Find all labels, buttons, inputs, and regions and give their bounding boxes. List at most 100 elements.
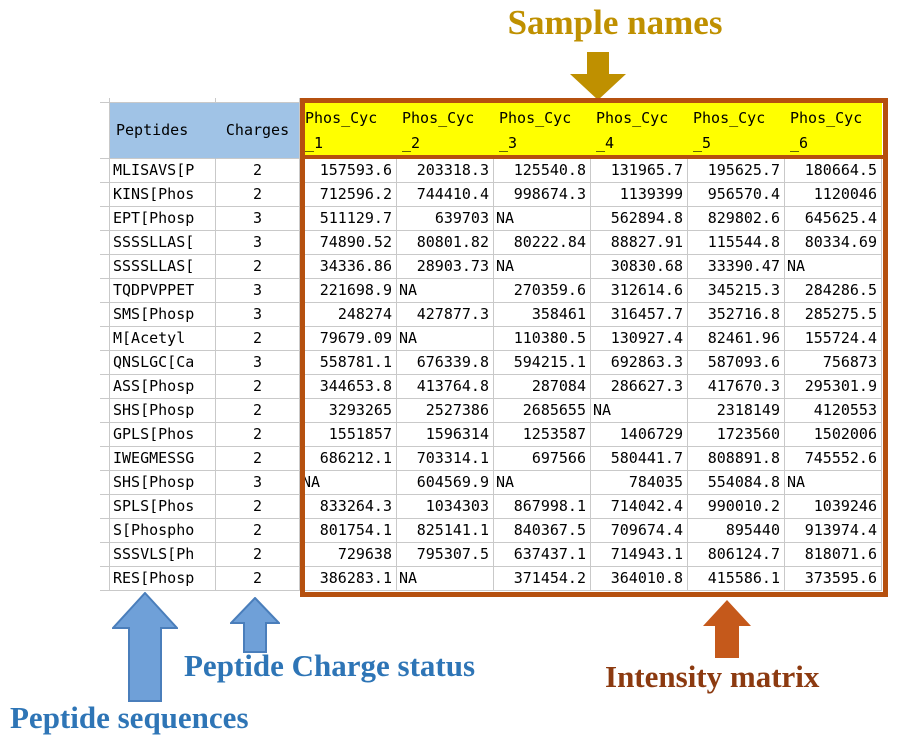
peptide-cell[interactable]: SHS[Phosp — [110, 399, 216, 423]
sample-name-header[interactable]: Phos_Cyc_3 — [494, 103, 591, 159]
intensity-cell[interactable]: 285275.5 — [785, 303, 882, 327]
intensity-cell[interactable]: 1723560 — [688, 423, 785, 447]
intensity-cell[interactable]: 221698.9 — [300, 279, 397, 303]
charge-cell[interactable]: 2 — [216, 543, 300, 567]
intensity-cell[interactable]: 88827.91 — [591, 231, 688, 255]
charge-cell[interactable]: 2 — [216, 159, 300, 183]
intensity-cell[interactable]: 558781.1 — [300, 351, 397, 375]
intensity-cell[interactable]: NA — [397, 327, 494, 351]
intensity-cell[interactable]: 80334.69 — [785, 231, 882, 255]
intensity-cell[interactable]: 371454.2 — [494, 567, 591, 591]
intensity-cell[interactable]: 833264.3 — [300, 495, 397, 519]
intensity-cell[interactable]: 2318149 — [688, 399, 785, 423]
charge-cell[interactable]: 2 — [216, 327, 300, 351]
intensity-cell[interactable]: 417670.3 — [688, 375, 785, 399]
intensity-cell[interactable]: 30830.68 — [591, 255, 688, 279]
intensity-cell[interactable]: NA — [397, 567, 494, 591]
charge-cell[interactable]: 3 — [216, 351, 300, 375]
charge-cell[interactable]: 2 — [216, 183, 300, 207]
intensity-cell[interactable]: 745552.6 — [785, 447, 882, 471]
charge-cell[interactable]: 2 — [216, 447, 300, 471]
intensity-cell[interactable]: 295301.9 — [785, 375, 882, 399]
peptide-cell[interactable]: SSSSLLAS[ — [110, 255, 216, 279]
intensity-cell[interactable]: 373595.6 — [785, 567, 882, 591]
intensity-cell[interactable]: 34336.86 — [300, 255, 397, 279]
peptide-cell[interactable]: EPT[Phosp — [110, 207, 216, 231]
intensity-cell[interactable]: 155724.4 — [785, 327, 882, 351]
intensity-cell[interactable]: 714943.1 — [591, 543, 688, 567]
peptide-cell[interactable]: SHS[Phosp — [110, 471, 216, 495]
intensity-cell[interactable]: 131965.7 — [591, 159, 688, 183]
intensity-cell[interactable]: NA — [494, 255, 591, 279]
intensity-cell[interactable]: 1406729 — [591, 423, 688, 447]
sample-name-header[interactable]: Phos_Cyc_6 — [785, 103, 882, 159]
charges-column-header[interactable]: Charges — [216, 103, 300, 159]
intensity-cell[interactable]: 427877.3 — [397, 303, 494, 327]
intensity-cell[interactable]: 82461.96 — [688, 327, 785, 351]
intensity-cell[interactable]: NA — [785, 471, 882, 495]
intensity-cell[interactable]: 594215.1 — [494, 351, 591, 375]
peptide-cell[interactable]: ASS[Phosp — [110, 375, 216, 399]
peptide-cell[interactable]: SMS[Phosp — [110, 303, 216, 327]
intensity-cell[interactable]: 829802.6 — [688, 207, 785, 231]
intensity-cell[interactable]: 895440 — [688, 519, 785, 543]
intensity-cell[interactable]: 692863.3 — [591, 351, 688, 375]
intensity-cell[interactable]: 511129.7 — [300, 207, 397, 231]
intensity-cell[interactable]: 3293265 — [300, 399, 397, 423]
intensity-cell[interactable]: 1039246 — [785, 495, 882, 519]
intensity-cell[interactable]: 248274 — [300, 303, 397, 327]
peptide-cell[interactable]: SSSSLLAS[ — [110, 231, 216, 255]
sample-name-header[interactable]: Phos_Cyc_4 — [591, 103, 688, 159]
sample-name-header[interactable]: Phos_Cyc_1 — [300, 103, 397, 159]
intensity-cell[interactable]: NA — [785, 255, 882, 279]
intensity-cell[interactable]: 195625.7 — [688, 159, 785, 183]
intensity-cell[interactable]: 756873 — [785, 351, 882, 375]
intensity-cell[interactable]: 358461 — [494, 303, 591, 327]
intensity-cell[interactable]: 80222.84 — [494, 231, 591, 255]
peptide-cell[interactable]: SSSVLS[Ph — [110, 543, 216, 567]
intensity-cell[interactable]: 729638 — [300, 543, 397, 567]
sample-name-header[interactable]: Phos_Cyc_5 — [688, 103, 785, 159]
intensity-cell[interactable]: 110380.5 — [494, 327, 591, 351]
intensity-cell[interactable]: 714042.4 — [591, 495, 688, 519]
intensity-cell[interactable]: 1551857 — [300, 423, 397, 447]
peptide-cell[interactable]: S[Phospho — [110, 519, 216, 543]
intensity-cell[interactable]: 316457.7 — [591, 303, 688, 327]
intensity-cell[interactable]: 1139399 — [591, 183, 688, 207]
intensity-cell[interactable]: 79679.09 — [300, 327, 397, 351]
intensity-cell[interactable]: 956570.4 — [688, 183, 785, 207]
peptide-cell[interactable]: SPLS[Phos — [110, 495, 216, 519]
sample-name-header[interactable]: Phos_Cyc_2 — [397, 103, 494, 159]
intensity-cell[interactable]: 1120046 — [785, 183, 882, 207]
intensity-cell[interactable]: 4120553 — [785, 399, 882, 423]
intensity-cell[interactable]: NA — [494, 471, 591, 495]
intensity-cell[interactable]: 1502006 — [785, 423, 882, 447]
intensity-cell[interactable]: 33390.47 — [688, 255, 785, 279]
intensity-cell[interactable]: 697566 — [494, 447, 591, 471]
intensity-cell[interactable]: 203318.3 — [397, 159, 494, 183]
intensity-cell[interactable]: 554084.8 — [688, 471, 785, 495]
peptide-cell[interactable]: QNSLGC[Ca — [110, 351, 216, 375]
charge-cell[interactable]: 2 — [216, 375, 300, 399]
intensity-cell[interactable]: 344653.8 — [300, 375, 397, 399]
intensity-cell[interactable]: 352716.8 — [688, 303, 785, 327]
intensity-cell[interactable]: 2685655 — [494, 399, 591, 423]
intensity-cell[interactable]: 913974.4 — [785, 519, 882, 543]
intensity-cell[interactable]: 1596314 — [397, 423, 494, 447]
intensity-cell[interactable]: 286627.3 — [591, 375, 688, 399]
peptide-cell[interactable]: MLISAVS[P — [110, 159, 216, 183]
intensity-cell[interactable]: 413764.8 — [397, 375, 494, 399]
intensity-cell[interactable]: 676339.8 — [397, 351, 494, 375]
intensity-cell[interactable]: 270359.6 — [494, 279, 591, 303]
charge-cell[interactable]: 2 — [216, 423, 300, 447]
intensity-cell[interactable]: 808891.8 — [688, 447, 785, 471]
intensity-cell[interactable]: 312614.6 — [591, 279, 688, 303]
charge-cell[interactable]: 2 — [216, 495, 300, 519]
intensity-cell[interactable]: 639703 — [397, 207, 494, 231]
peptides-column-header[interactable]: Peptides — [110, 103, 216, 159]
intensity-cell[interactable]: 587093.6 — [688, 351, 785, 375]
intensity-cell[interactable]: 784035 — [591, 471, 688, 495]
intensity-cell[interactable]: 645625.4 — [785, 207, 882, 231]
intensity-cell[interactable]: 703314.1 — [397, 447, 494, 471]
intensity-cell[interactable]: 386283.1 — [300, 567, 397, 591]
